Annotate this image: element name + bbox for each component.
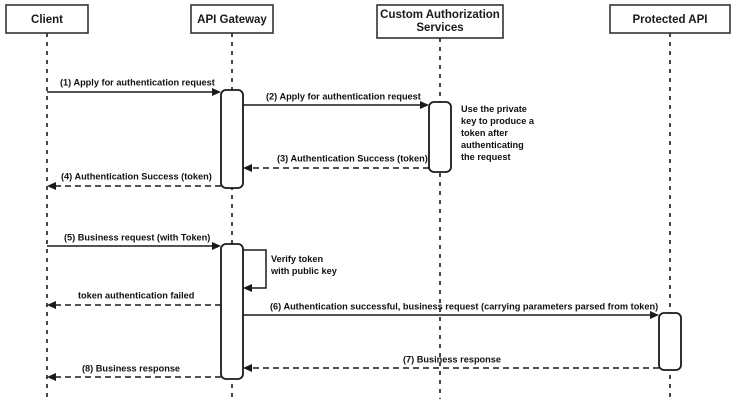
participant-label-client: Client <box>31 14 63 26</box>
lifelines-group <box>46 33 671 399</box>
private-key-note-line-2: key to produce a <box>461 116 535 126</box>
participant-box-protected-api[interactable] <box>609 4 731 34</box>
private-key-note-line-1: Use the private <box>461 104 527 114</box>
activation-bars-group <box>220 89 682 380</box>
message-7-label: (7) Business response <box>403 354 501 364</box>
message-8-label: (8) Business response <box>82 363 180 373</box>
participant-label-protected-api: Protected API <box>633 14 708 26</box>
message-6-arrowhead <box>650 311 659 319</box>
message-token-authentication-failed-arrowhead <box>47 301 56 309</box>
participant-label-custom-authorization-services-line2: Services <box>416 22 463 34</box>
message-1-arrowhead <box>212 88 221 96</box>
activation-auth-service[interactable] <box>428 101 452 173</box>
private-key-note-line-5: the request <box>461 152 511 162</box>
message-token-authentication-failed[interactable]: token authentication failed <box>47 290 221 309</box>
activation-protected-api[interactable] <box>658 312 682 371</box>
activation-api-gateway-business[interactable] <box>220 243 244 380</box>
participant-label-custom-authorization-services-line1: Custom Authorization <box>380 9 500 21</box>
message-5[interactable]: (5) Business request (with Token) <box>47 232 221 250</box>
private-key-note-line-3: token after <box>461 128 508 138</box>
participant-header-client[interactable]: Client <box>5 4 89 34</box>
message-3-label: (3) Authentication Success (token) <box>277 153 428 163</box>
message-5-label: (5) Business request (with Token) <box>64 232 210 242</box>
participant-box-client[interactable] <box>5 4 89 34</box>
participant-label-api-gateway: API Gateway <box>197 14 267 26</box>
message-3[interactable]: (3) Authentication Success (token) <box>243 153 429 172</box>
message-token-authentication-failed-label: token authentication failed <box>78 290 194 300</box>
verify-token-self-call-line <box>243 249 267 289</box>
participant-header-api-gateway[interactable]: API Gateway <box>190 4 274 34</box>
message-2-label: (2) Apply for authentication request <box>266 91 421 101</box>
participant-box-api-gateway[interactable] <box>190 4 274 34</box>
message-4[interactable]: (4) Authentication Success (token) <box>47 171 221 190</box>
verify-token-self-call-label-line2: with public key <box>270 266 338 276</box>
message-4-label: (4) Authentication Success (token) <box>61 171 212 181</box>
private-key-note-line-4: authenticating <box>461 140 524 150</box>
message-4-arrowhead <box>47 182 56 190</box>
message-1-label: (1) Apply for authentication request <box>60 77 215 87</box>
private-key-note: Use the private key to produce a token a… <box>461 104 535 162</box>
participant-box-custom-authorization-services[interactable] <box>376 4 504 39</box>
verify-token-self-call[interactable]: Verify token with public key <box>243 249 338 292</box>
message-6[interactable]: (6) Authentication successful, business … <box>243 301 659 319</box>
message-3-arrowhead <box>243 164 252 172</box>
message-5-arrowhead <box>212 242 221 250</box>
message-7[interactable]: (7) Business response <box>243 354 659 372</box>
participant-header-protected-api[interactable]: Protected API <box>609 4 731 34</box>
message-7-arrowhead <box>243 364 252 372</box>
verify-token-self-call-label-line1: Verify token <box>271 254 323 264</box>
message-1[interactable]: (1) Apply for authentication request <box>47 77 221 96</box>
participant-header-custom-authorization-services[interactable]: Custom Authorization Services <box>376 4 504 39</box>
message-2-arrowhead <box>420 101 429 109</box>
message-8[interactable]: (8) Business response <box>47 363 221 381</box>
verify-token-self-call-arrowhead <box>243 284 252 292</box>
message-2[interactable]: (2) Apply for authentication request <box>243 91 429 109</box>
message-8-arrowhead <box>47 373 56 381</box>
message-6-label: (6) Authentication successful, business … <box>270 301 658 311</box>
activation-api-gateway-auth[interactable] <box>220 89 244 189</box>
